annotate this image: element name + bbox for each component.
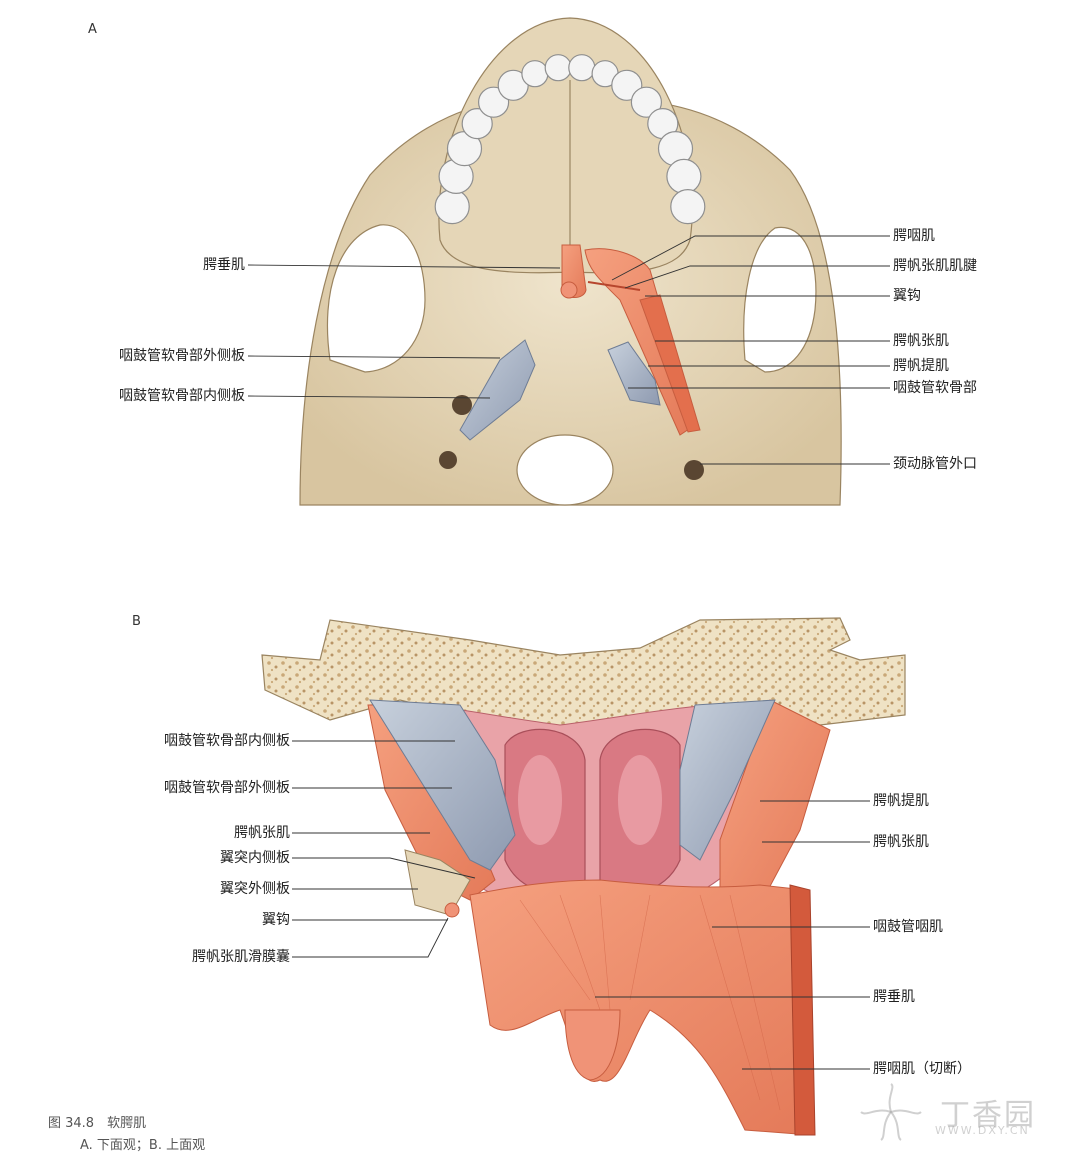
watermark-url: WWW.DXY.CN <box>935 1124 1030 1137</box>
leader-a-medial-lamina <box>247 395 491 399</box>
panel-a-cartilage <box>459 339 661 441</box>
watermark-text: 丁香园 <box>940 1098 1036 1133</box>
panel-b-section <box>261 617 906 1136</box>
label-b-tensor-veli-right: 腭帆张肌 <box>873 834 929 850</box>
label-a-uvula-muscle: 腭垂肌 <box>203 257 245 273</box>
teeth <box>434 54 706 225</box>
tooth <box>666 158 702 194</box>
label-a-lateral-lamina: 咽鼓管软骨部外侧板 <box>119 348 245 364</box>
tooth <box>521 60 549 88</box>
leader-a-uvula-muscle <box>247 264 561 269</box>
panel-b-leader-lines <box>292 740 870 1070</box>
tooth <box>461 107 493 140</box>
label-b-bursa: 腭帆张肌滑膜囊 <box>192 949 290 965</box>
label-b-tensor-veli: 腭帆张肌 <box>234 825 290 841</box>
figure-caption-title: 图 34.8 软腭肌 <box>48 1116 147 1131</box>
panel-a-letter: A <box>88 22 97 37</box>
leader-a-palatopharyngeus <box>611 235 890 281</box>
label-a-tube-cartilage: 咽鼓管软骨部 <box>893 380 977 396</box>
label-b-palatopharyngeus-cut: 腭咽肌（切断） <box>873 1061 971 1077</box>
label-b-medial-pterygoid-plate: 翼突内侧板 <box>220 850 290 866</box>
figure-caption-subtitle: A. 下面观；B. 上面观 <box>80 1138 206 1153</box>
leader-b-medial-pterygoid-plate <box>292 857 476 879</box>
label-b-medial-lamina: 咽鼓管软骨部内侧板 <box>164 733 290 749</box>
panel-b-letter: B <box>132 614 141 629</box>
tooth <box>434 189 470 225</box>
label-b-hamulus: 翼钩 <box>262 912 290 928</box>
label-a-hamulus: 翼钩 <box>893 288 921 304</box>
leader-b-bursa <box>292 917 449 958</box>
label-b-salpingopharyngeus: 咽鼓管咽肌 <box>873 919 943 935</box>
leader-a-tensor-tendon <box>624 265 890 289</box>
tooth <box>670 189 706 225</box>
label-a-medial-lamina: 咽鼓管软骨部内侧板 <box>119 388 245 404</box>
label-a-tensor-veli: 腭帆张肌 <box>893 333 949 349</box>
tooth <box>630 86 663 118</box>
watermark-flower-icon <box>860 1083 922 1141</box>
label-b-lateral-lamina: 咽鼓管软骨部外侧板 <box>164 780 290 796</box>
label-a-palatopharyngeus: 腭咽肌 <box>893 228 935 244</box>
tooth <box>568 54 596 82</box>
label-b-lateral-pterygoid-plate: 翼突外侧板 <box>220 881 290 897</box>
label-b-uvula-muscle: 腭垂肌 <box>873 989 915 1005</box>
panel-a-leader-lines <box>247 235 890 465</box>
label-a-carotid-canal: 颈动脉管外口 <box>893 456 977 472</box>
label-a-levator-veli: 腭帆提肌 <box>893 358 949 374</box>
label-a-tensor-tendon: 腭帆张肌肌腱 <box>893 258 977 274</box>
tooth <box>544 54 572 82</box>
leader-a-lateral-lamina <box>247 355 501 359</box>
label-b-levator-veli: 腭帆提肌 <box>873 793 929 809</box>
